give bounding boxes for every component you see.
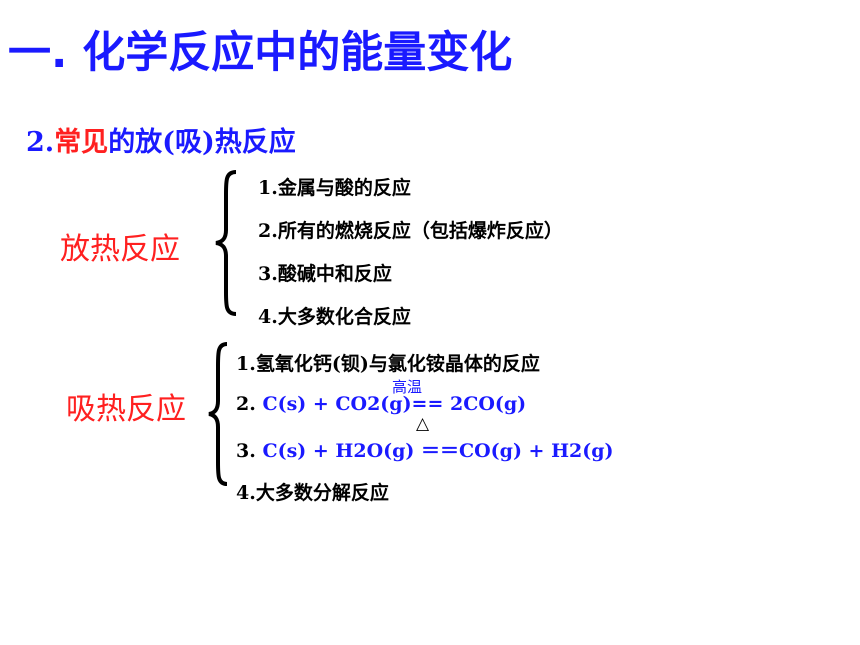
subtitle-number: 2. xyxy=(26,127,55,158)
exothermic-item-1: 1.金属与酸的反应 xyxy=(258,177,411,199)
section-subtitle: 2.常见的放(吸)热反应 xyxy=(26,120,296,159)
item-3-number: 3. xyxy=(236,440,263,462)
equation-c-co2: C(s) + CO2(g)== 2CO(g) xyxy=(262,393,527,415)
exothermic-label: 放热反应 xyxy=(60,232,180,267)
endothermic-label: 吸热反应 xyxy=(66,392,186,427)
exothermic-brace xyxy=(215,170,237,316)
endothermic-item-3: 3. C(s) + H2O(g) ＝＝CO(g) + H2(g) xyxy=(236,436,614,463)
exothermic-item-4: 4.大多数化合反应 xyxy=(258,306,411,328)
condition-high-temp: 高温 xyxy=(392,378,423,396)
heat-triangle-icon: △ xyxy=(416,414,430,434)
exothermic-item-2: 2.所有的燃烧反应（包括爆炸反应） xyxy=(258,220,563,242)
endothermic-item-2: 2. C(s) + CO2(g)== 2CO(g) xyxy=(236,393,526,415)
item-2-number: 2. xyxy=(236,393,263,415)
subtitle-rest: 的放(吸)热反应 xyxy=(108,127,296,158)
endothermic-item-4: 4.大多数分解反应 xyxy=(236,482,389,504)
equation-c-h2o: C(s) + H2O(g) ＝＝CO(g) + H2(g) xyxy=(262,440,614,462)
exothermic-item-3: 3.酸碱中和反应 xyxy=(258,263,392,285)
endothermic-brace xyxy=(208,342,228,486)
page-title: 一. 化学反应中的能量变化 xyxy=(8,28,513,78)
endothermic-item-1: 1.氢氧化钙(钡)与氯化铵晶体的反应 xyxy=(236,353,540,375)
subtitle-highlight: 常见 xyxy=(54,127,109,158)
